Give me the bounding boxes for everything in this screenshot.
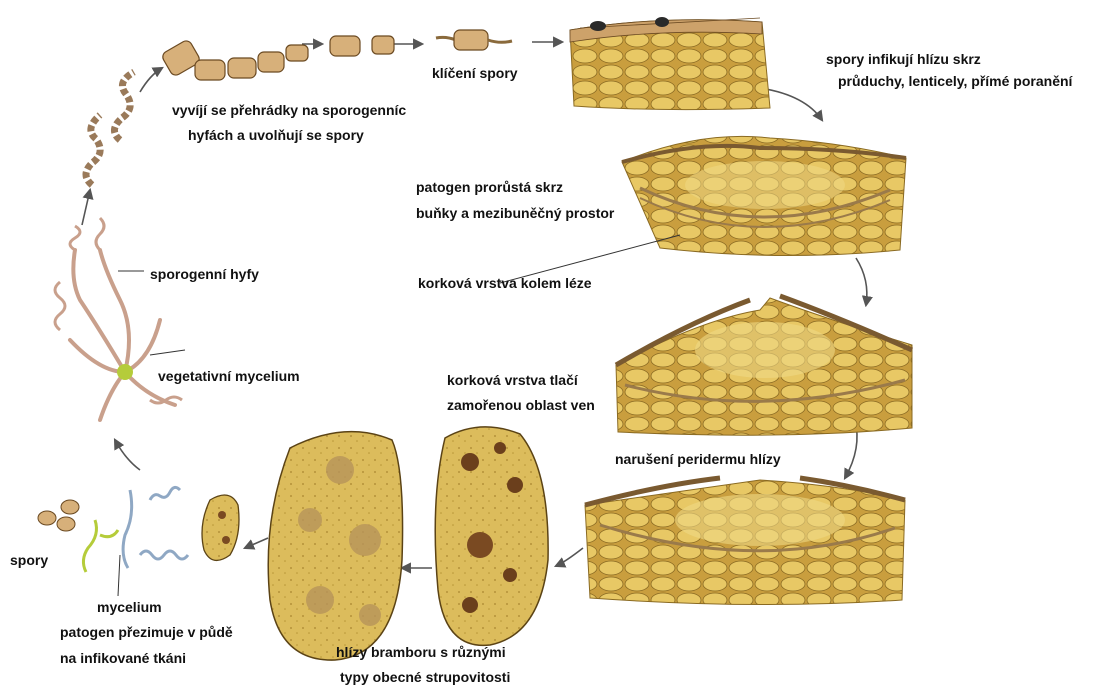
lesion-stage-2 [616,296,912,435]
label-spore-infection-line1: spory infikují hlízu skrz [826,48,981,70]
label-tubers-line2: typy obecné strupovitosti [340,666,510,688]
tuber-netted-scab [268,432,402,660]
label-cork-push-line2: zamořenou oblast ven [447,394,595,416]
arrow-periderm-to-tubers [556,548,583,566]
label-sporogenous-hyphae: sporogenní hyfy [150,263,259,285]
tuber-pitted-scab [435,427,548,645]
label-pathogen-growth-line2: buňky a mezibuněčný prostor [416,202,614,224]
label-spore-infection-line2: průduchy, lenticely, přímé poranění [838,70,1072,92]
label-overwinter-line2: na infikované tkáni [60,647,186,669]
label-septa-line1: vyvíjí se přehrádky na sporogenníc [172,99,406,121]
label-spores: spory [10,549,48,571]
soil-mycelium [83,487,188,572]
label-spore-germination: klíčení spory [432,62,518,84]
lesion-stage-3 [585,478,905,605]
small-tuber [202,495,239,560]
arrow-infection-to-growth [856,258,867,305]
arrow-soil-to-mycelium [115,440,140,470]
spore-forming-coils [86,72,134,185]
germinating-spore [436,30,512,50]
soil-spores [38,500,79,531]
arrow-coils-to-chain [140,68,162,92]
tuber-surface-section [570,17,770,110]
lesion-stage-1 [622,136,906,255]
label-periderm: narušení peridermu hlízy [615,448,781,470]
label-vegetative-mycelium: vegetativní mycelium [158,365,300,387]
label-cork-layer: korková vrstva kolem léze [418,272,592,294]
spore-chain [161,36,394,80]
label-cork-push-line1: korková vrstva tlačí [447,369,578,391]
label-pathogen-growth-line1: patogen prorůstá skrz [416,176,563,198]
label-overwinter-line1: patogen přezimuje v půdě [60,621,233,643]
label-septa-line2: hyfách a uvolňují se spory [188,124,364,146]
arrow-mycelium-to-coils [82,190,90,225]
label-mycelium: mycelium [97,596,162,618]
label-tubers-line1: hlízy bramboru s různými [336,641,506,663]
arrow-tuber-to-soil [245,538,268,548]
